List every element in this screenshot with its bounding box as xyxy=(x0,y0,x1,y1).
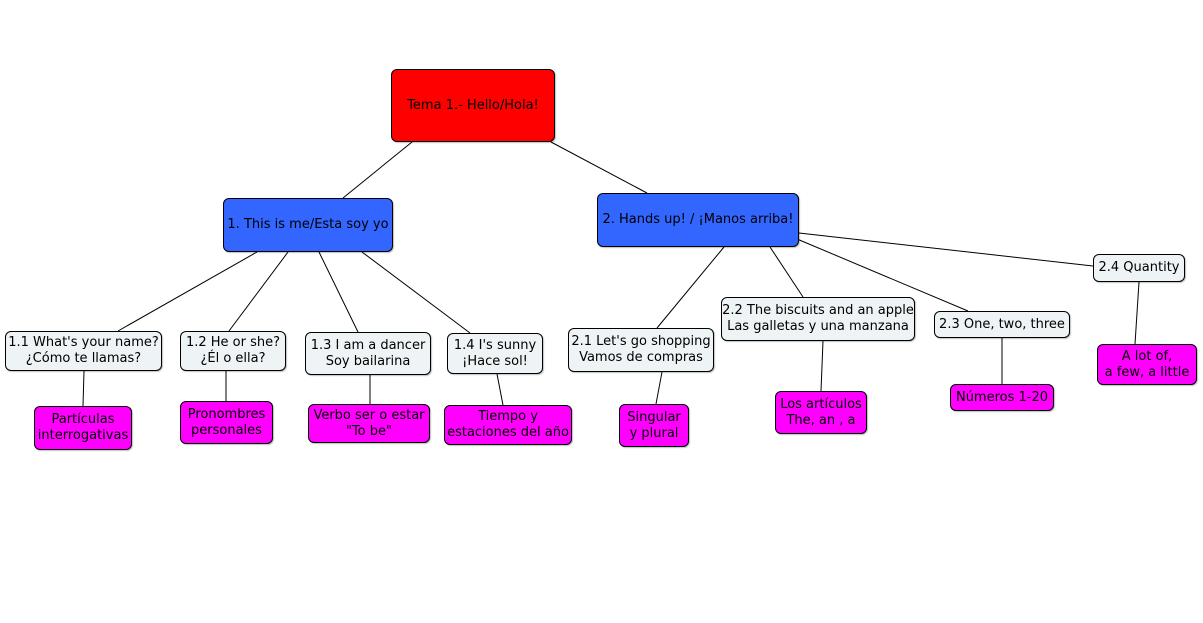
edge-branch2-sub-2-2 xyxy=(769,246,804,298)
root-node[interactable]: Tema 1.- Hello/Hola! xyxy=(391,69,555,142)
edge-branch2-sub-2-1 xyxy=(656,246,725,329)
subtopic-1-3-node[interactable]: 1.3 I am a dancer Soy bailarina xyxy=(305,332,431,375)
leaf-2-1-node[interactable]: Singular y plural xyxy=(619,404,689,447)
subtopic-1-2-node[interactable]: 1.2 He or she? ¿Él o ella? xyxy=(180,331,286,371)
branch-2-node[interactable]: 2. Hands up! / ¡Manos arriba! xyxy=(597,193,799,247)
leaf-1-1-node[interactable]: Partículas interrogativas xyxy=(34,406,132,450)
leaf-1-4-node[interactable]: Tiempo y estaciones del año xyxy=(444,405,572,445)
subtopic-2-4-node[interactable]: 2.4 Quantity xyxy=(1093,254,1185,282)
edge-branch1-sub-1-2 xyxy=(228,251,289,332)
edge-sub-2-4-leaf xyxy=(1134,281,1140,345)
subtopic-2-2-node[interactable]: 2.2 The biscuits and an apple Las gallet… xyxy=(721,297,915,341)
edge-sub-1-1-leaf xyxy=(82,370,85,407)
edge-sub-2-1-leaf xyxy=(655,371,663,405)
branch-1-node[interactable]: 1. This is me/Esta soy yo xyxy=(223,198,393,252)
edge-branch1-sub-1-1 xyxy=(117,251,258,332)
edge-branch2-sub-2-4 xyxy=(798,232,1094,267)
leaf-1-2-node[interactable]: Pronombres personales xyxy=(180,401,273,444)
edge-sub-2-2-leaf xyxy=(820,340,824,392)
leaf-1-3-node[interactable]: Verbo ser o estar "To be" xyxy=(308,404,430,443)
leaf-2-2-node[interactable]: Los artículos The, an , a xyxy=(775,391,867,434)
subtopic-1-4-node[interactable]: 1.4 I's sunny ¡Hace sol! xyxy=(447,333,543,374)
edge-branch1-sub-1-4 xyxy=(361,251,471,334)
subtopic-1-1-node[interactable]: 1.1 What's your name? ¿Cómo te llamas? xyxy=(5,331,162,371)
edge-root-branch1 xyxy=(342,141,413,199)
subtopic-2-3-node[interactable]: 2.3 One, two, three xyxy=(934,311,1070,338)
edge-sub-1-4-leaf xyxy=(496,373,504,406)
leaf-2-4-node[interactable]: A lot of, a few, a little xyxy=(1097,344,1197,385)
edge-branch1-sub-1-3 xyxy=(318,251,359,333)
leaf-2-3-node[interactable]: Números 1-20 xyxy=(950,384,1054,411)
edge-root-branch2 xyxy=(550,141,648,194)
subtopic-2-1-node[interactable]: 2.1 Let's go shopping Vamos de compras xyxy=(568,328,714,372)
edge-branch2-sub-2-3 xyxy=(796,238,969,312)
